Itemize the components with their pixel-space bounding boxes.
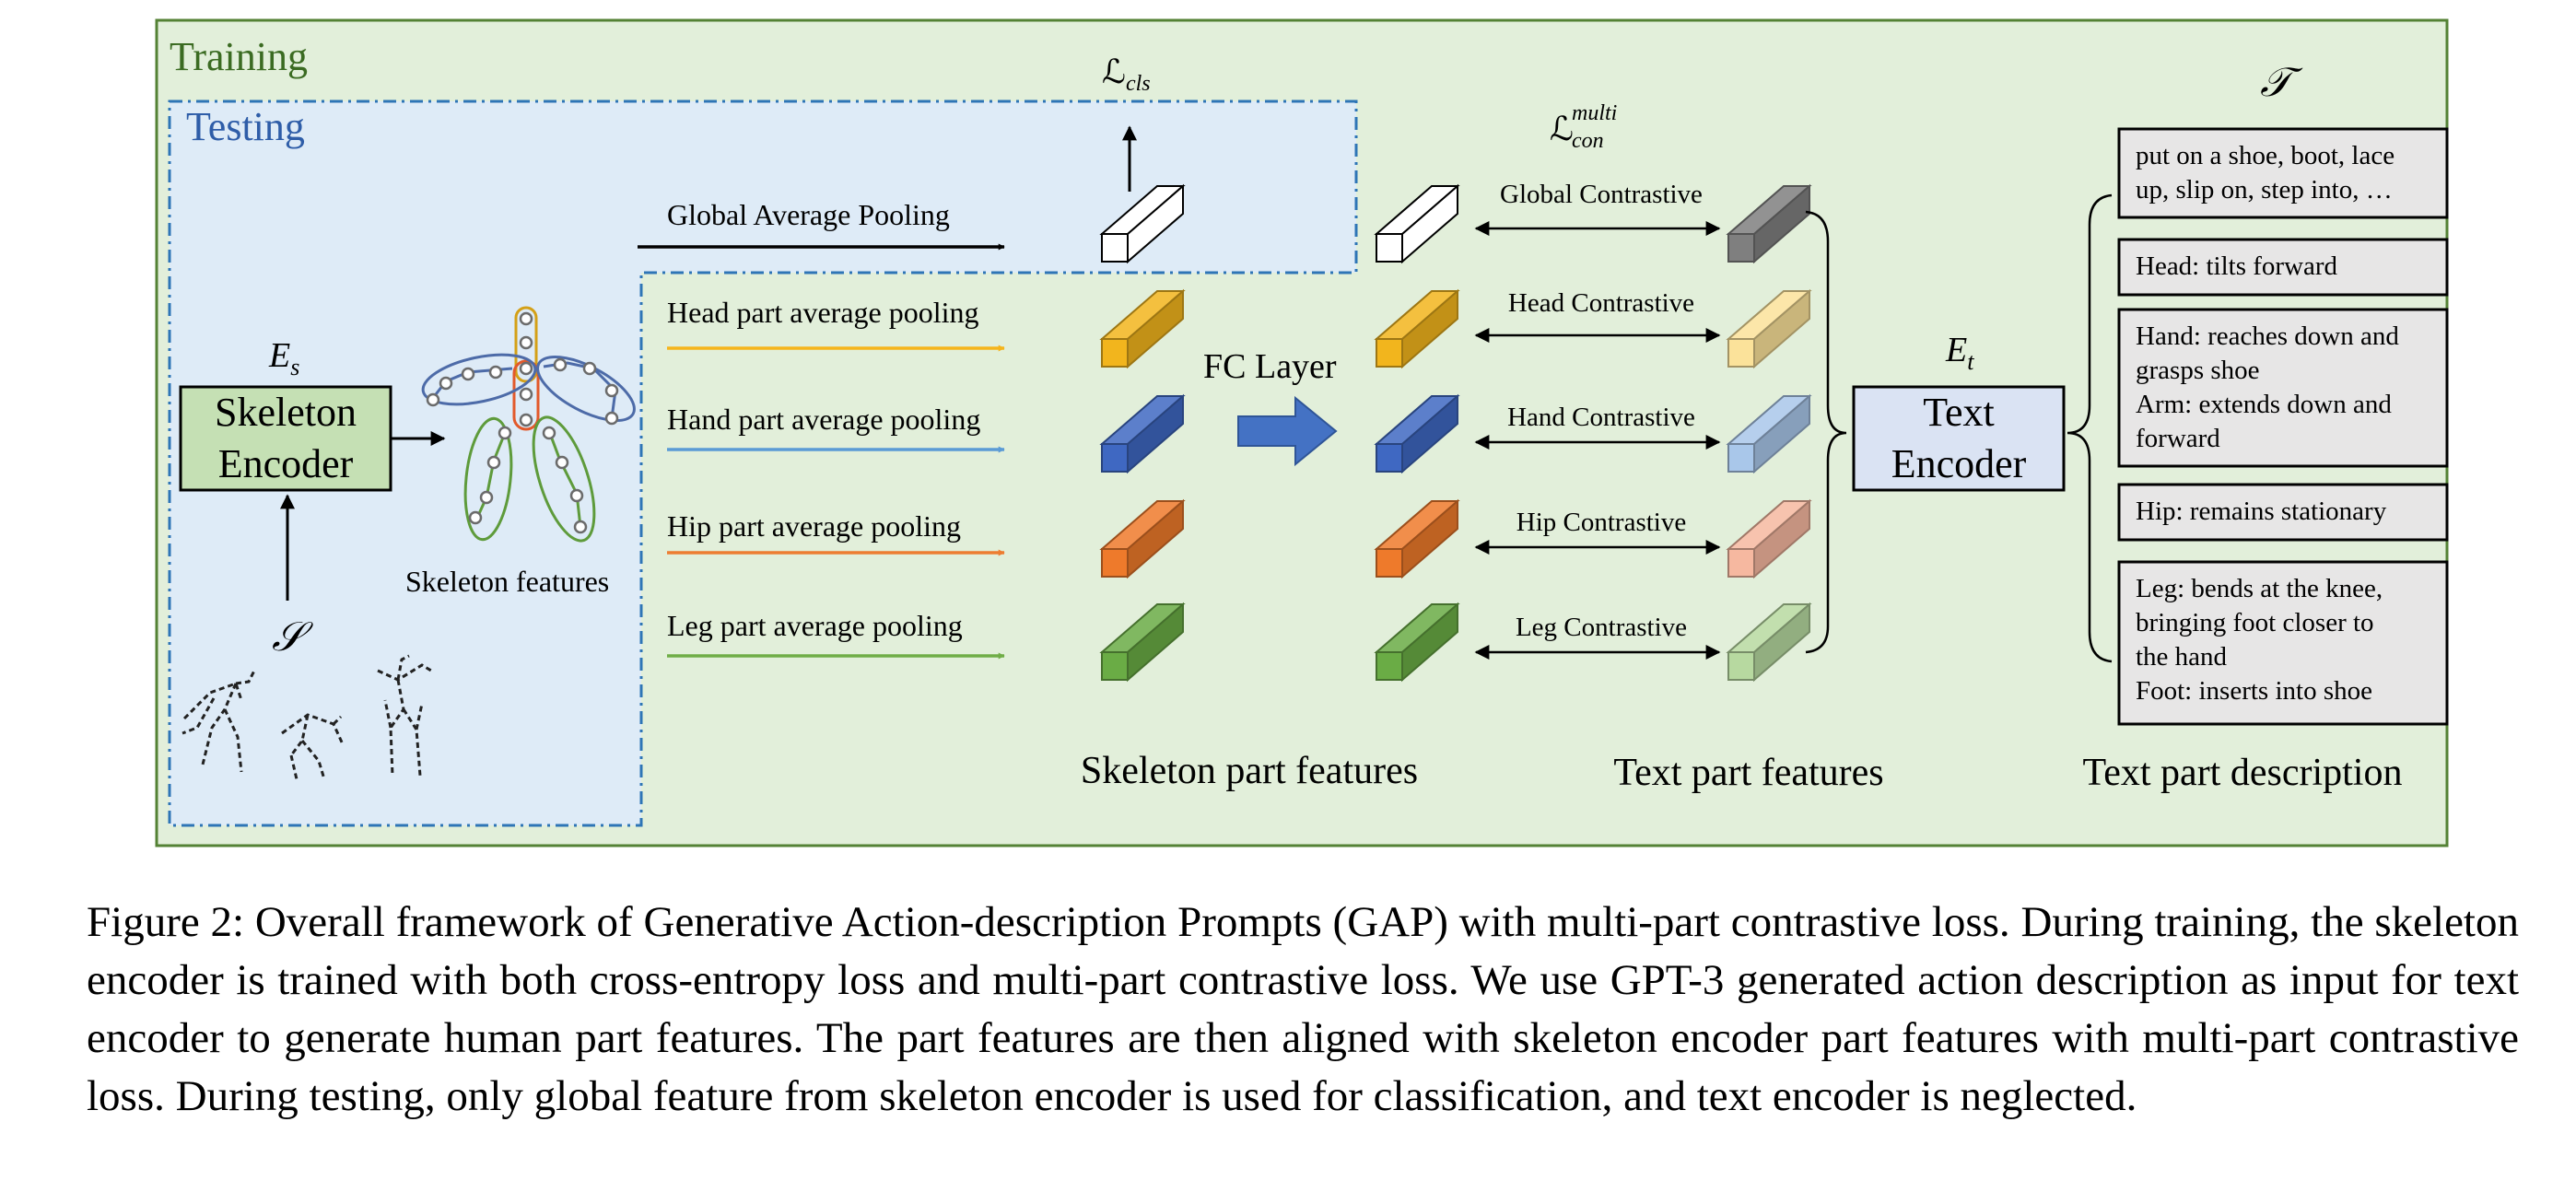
description-line: put on a shoe, boot, lace — [2136, 141, 2395, 170]
description-box-head: Head: tilts forward — [2117, 238, 2449, 297]
contrastive-label-head: Head Contrastive — [1508, 288, 1694, 318]
text-cube-hip — [1726, 498, 1812, 579]
projected-cube-hand — [1374, 393, 1460, 474]
framework-figure: Training Testing Es Skeleton Encoder 𝒮 — [155, 18, 2449, 847]
pooling-label-leg: Leg part average pooling — [667, 609, 963, 642]
description-line: bringing foot closer to — [2136, 608, 2374, 637]
pooling-leg: Leg part average pooling — [667, 609, 1005, 660]
skeleton-encoder-line1: Skeleton — [215, 390, 357, 435]
text-encoder-box — [1852, 385, 2066, 492]
skeleton-cube-leg — [1099, 602, 1186, 683]
pooling-label-global: Global Average Pooling — [667, 198, 950, 231]
text-encoder-line1: Text — [1923, 390, 1995, 435]
pooling-label-hand: Hand part average pooling — [667, 403, 980, 436]
skeleton-encoder-line2: Encoder — [218, 441, 354, 486]
contrastive-label-hand: Hand Contrastive — [1507, 403, 1695, 432]
description-line: up, slip on, step into, … — [2136, 175, 2393, 205]
figure-caption: Figure 2: Overall framework of Generativ… — [87, 898, 2519, 1120]
skeleton-graph-illustration — [421, 306, 636, 543]
text-cube-leg — [1726, 602, 1812, 683]
description-line: Foot: inserts into shoe — [2136, 676, 2372, 706]
description-line: grasps shoe — [2136, 356, 2260, 385]
description-line: Hand: reaches down and — [2136, 321, 2399, 351]
description-line: Hip: remains stationary — [2136, 497, 2387, 526]
description-box-global: put on a shoe, boot, lace up, slip on, st… — [2117, 127, 2449, 219]
text-part-features-label: Text part features — [1613, 752, 1883, 794]
description-box-leg: Leg: bends at the knee, bringing foot clo… — [2117, 560, 2449, 726]
skeleton-cube-head — [1099, 288, 1186, 369]
fc-layer-label: FC Layer — [1203, 347, 1337, 386]
pooling-label-head: Head part average pooling — [667, 296, 979, 329]
skeleton-features-label: Skeleton features — [405, 565, 609, 598]
skeleton-cube-hip — [1099, 498, 1186, 579]
projected-cube-head — [1374, 288, 1460, 369]
text-encoder-symbol: Et — [1945, 331, 1974, 375]
cls-loss-symbol: ℒcls — [1102, 53, 1151, 96]
testing-region — [168, 99, 1358, 827]
skeleton-cube-hand — [1099, 393, 1186, 474]
description-box-hip: Hip: remains stationary — [2117, 483, 2449, 542]
contrastive-label-hip: Hip Contrastive — [1516, 508, 1686, 537]
projected-cube-hip — [1374, 498, 1460, 579]
description-line: Head: tilts forward — [2136, 251, 2338, 281]
feature-cubes — [1099, 183, 1812, 683]
fc-layer-arrow — [1237, 395, 1338, 467]
projected-cube-global — [1374, 183, 1460, 264]
con-loss-symbol: ℒconmulti — [1550, 101, 1617, 153]
contrastive-label-leg: Leg Contrastive — [1516, 613, 1687, 642]
skeleton-sequence-illustration — [181, 654, 432, 780]
descriptions-brace — [2067, 193, 2113, 663]
description-line: forward — [2136, 424, 2220, 453]
projected-cube-leg — [1374, 602, 1460, 683]
description-line: Leg: bends at the knee, — [2136, 574, 2383, 603]
skeleton-encoder-symbol: Es — [268, 336, 299, 380]
contrastive-label-global: Global Contrastive — [1500, 180, 1703, 209]
text-cube-global — [1726, 183, 1812, 264]
text-cube-head — [1726, 288, 1812, 369]
description-line: Arm: extends down and — [2136, 390, 2392, 419]
pooling-label-hip: Hip part average pooling — [667, 509, 961, 543]
description-line: the hand — [2136, 642, 2228, 672]
pooling-head: Head part average pooling — [667, 296, 1005, 352]
pooling-hip: Hip part average pooling — [667, 509, 1005, 556]
skeleton-encoder-box — [179, 385, 392, 492]
testing-label: Testing — [186, 104, 305, 149]
text-encoder-line2: Encoder — [1891, 441, 2027, 486]
text-part-description-label: Text part description — [2083, 752, 2403, 794]
skeleton-part-features-label: Skeleton part features — [1081, 750, 1418, 792]
pooling-hand: Hand part average pooling — [667, 403, 1005, 453]
training-label: Training — [170, 34, 308, 79]
skeleton-cube-global — [1099, 183, 1186, 264]
pooling-global: Global Average Pooling — [638, 198, 1005, 251]
text-descriptions: put on a shoe, boot, lace up, slip on, st… — [2117, 127, 2449, 726]
text-cube-hand — [1726, 393, 1812, 474]
text-features-brace — [1805, 210, 1847, 654]
